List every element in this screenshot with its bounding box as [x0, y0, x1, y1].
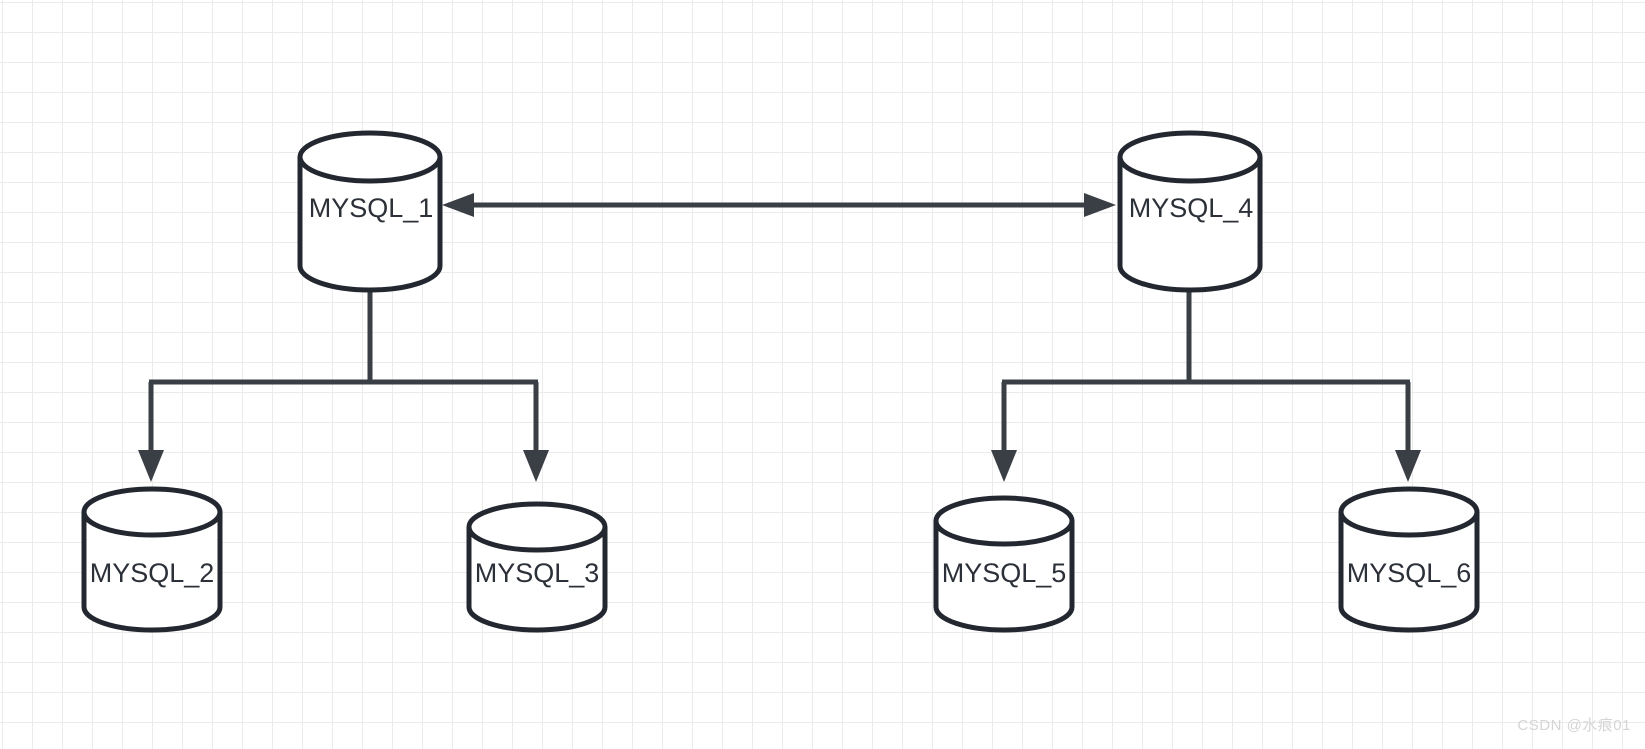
node-mysql-4[interactable]: MYSQL_4 [1117, 130, 1263, 293]
arrowhead-to-mysql4 [1084, 193, 1116, 217]
node-mysql-5[interactable]: MYSQL_5 [933, 495, 1075, 633]
arrowhead-to-mysql5 [991, 450, 1017, 482]
cylinder-top-mysql-1 [297, 130, 443, 184]
cylinder-top-mysql-4 [1117, 130, 1263, 184]
cylinder-body-mysql-5 [933, 521, 1075, 633]
csdn-watermark: CSDN @水痕01 [1517, 717, 1631, 734]
cylinder-body-mysql-6 [1338, 512, 1480, 633]
node-label-mysql-4: MYSQL_4 [1129, 193, 1254, 223]
cylinder-top-mysql-2 [81, 486, 223, 538]
arrowhead-to-mysql6 [1395, 450, 1421, 482]
edge-mysql1-mysql2[interactable] [138, 382, 164, 482]
cylinder-body-mysql-3 [466, 527, 608, 633]
cylinder-body-mysql-1 [297, 157, 443, 293]
node-label-mysql-2: MYSQL_2 [90, 558, 215, 588]
node-mysql-3[interactable]: MYSQL_3 [466, 501, 608, 633]
edge-layer [138, 193, 1421, 482]
cylinder-top-mysql-6 [1338, 486, 1480, 538]
edge-mysql4-mysql5[interactable] [991, 382, 1017, 482]
cylinder-top-mysql-3 [466, 501, 608, 553]
node-mysql-2[interactable]: MYSQL_2 [81, 486, 223, 633]
node-label-mysql-6: MYSQL_6 [1347, 558, 1472, 588]
edge-mysql1-mysql4[interactable] [442, 193, 1116, 217]
arrowhead-to-mysql1 [442, 193, 474, 217]
cylinder-body-mysql-2 [81, 512, 223, 633]
cylinder-top-mysql-5 [933, 495, 1075, 547]
node-layer: MYSQL_1 MYSQL_4 MYSQL_2 MYSQL_3 [81, 130, 1480, 633]
node-mysql-1[interactable]: MYSQL_1 [297, 130, 443, 293]
cylinder-body-mysql-4 [1117, 157, 1263, 293]
node-mysql-6[interactable]: MYSQL_6 [1338, 486, 1480, 633]
arrowhead-to-mysql2 [138, 450, 164, 482]
node-label-mysql-1: MYSQL_1 [309, 193, 434, 223]
node-label-mysql-3: MYSQL_3 [475, 558, 600, 588]
edge-mysql4-mysql6[interactable] [1395, 382, 1421, 482]
node-label-mysql-5: MYSQL_5 [942, 558, 1067, 588]
edge-mysql1-mysql3[interactable] [523, 382, 549, 482]
arrowhead-to-mysql3 [523, 450, 549, 482]
